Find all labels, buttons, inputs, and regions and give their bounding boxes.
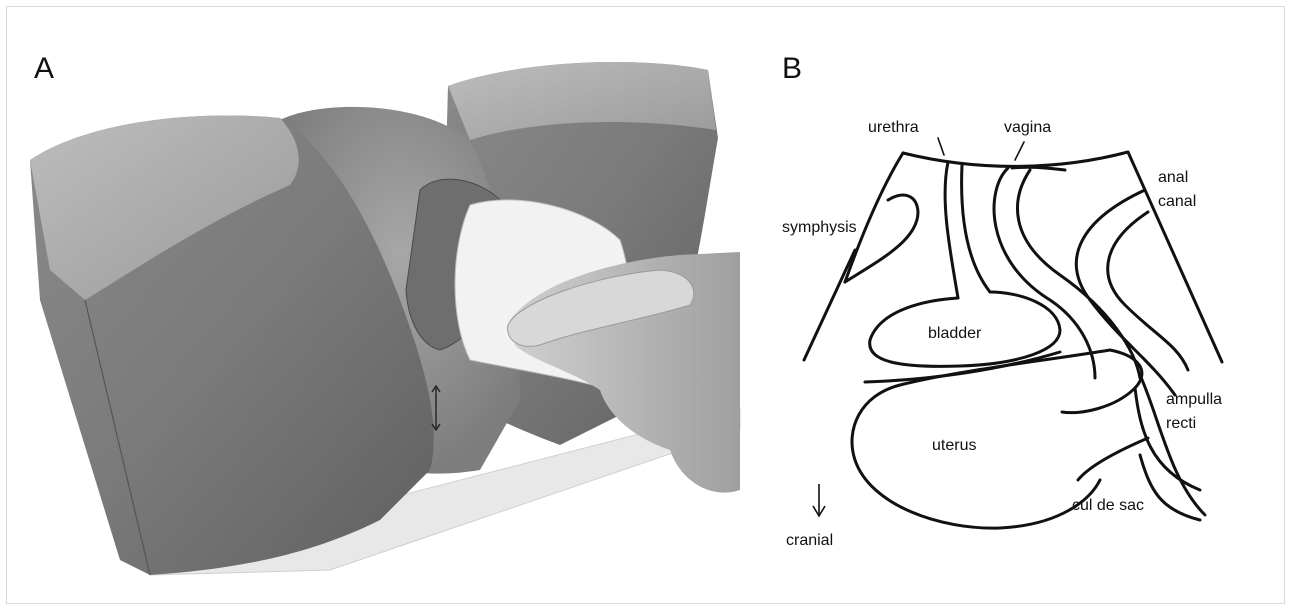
down-arrow-icon [813, 484, 825, 516]
label-cranial: cranial [786, 532, 833, 549]
label-anal-canal-1: anal [1158, 169, 1188, 186]
pubic-line [804, 250, 855, 360]
vagina-wall-1 [994, 168, 1095, 378]
vagina-leader [1015, 142, 1024, 160]
label-uterus: uterus [932, 437, 976, 454]
anal-canal-wall-2 [1108, 212, 1188, 370]
label-symphysis: symphysis [782, 219, 857, 236]
vagina-posterior [1012, 167, 1065, 170]
label-bladder: bladder [928, 325, 982, 342]
label-cul-de-sac: cul de sac [1072, 497, 1144, 514]
label-ampulla-2: recti [1166, 415, 1196, 432]
label-ampulla-1: ampulla [1166, 391, 1222, 408]
cul-de-sac-curve [1078, 438, 1148, 480]
symphysis-outline [845, 195, 918, 282]
label-vagina: vagina [1004, 119, 1051, 136]
urethra-wall-right [962, 165, 990, 292]
label-urethra: urethra [868, 119, 919, 136]
urethra-wall-left [945, 162, 958, 298]
label-anal-canal-2: canal [1158, 193, 1196, 210]
urethra-leader [938, 138, 944, 155]
